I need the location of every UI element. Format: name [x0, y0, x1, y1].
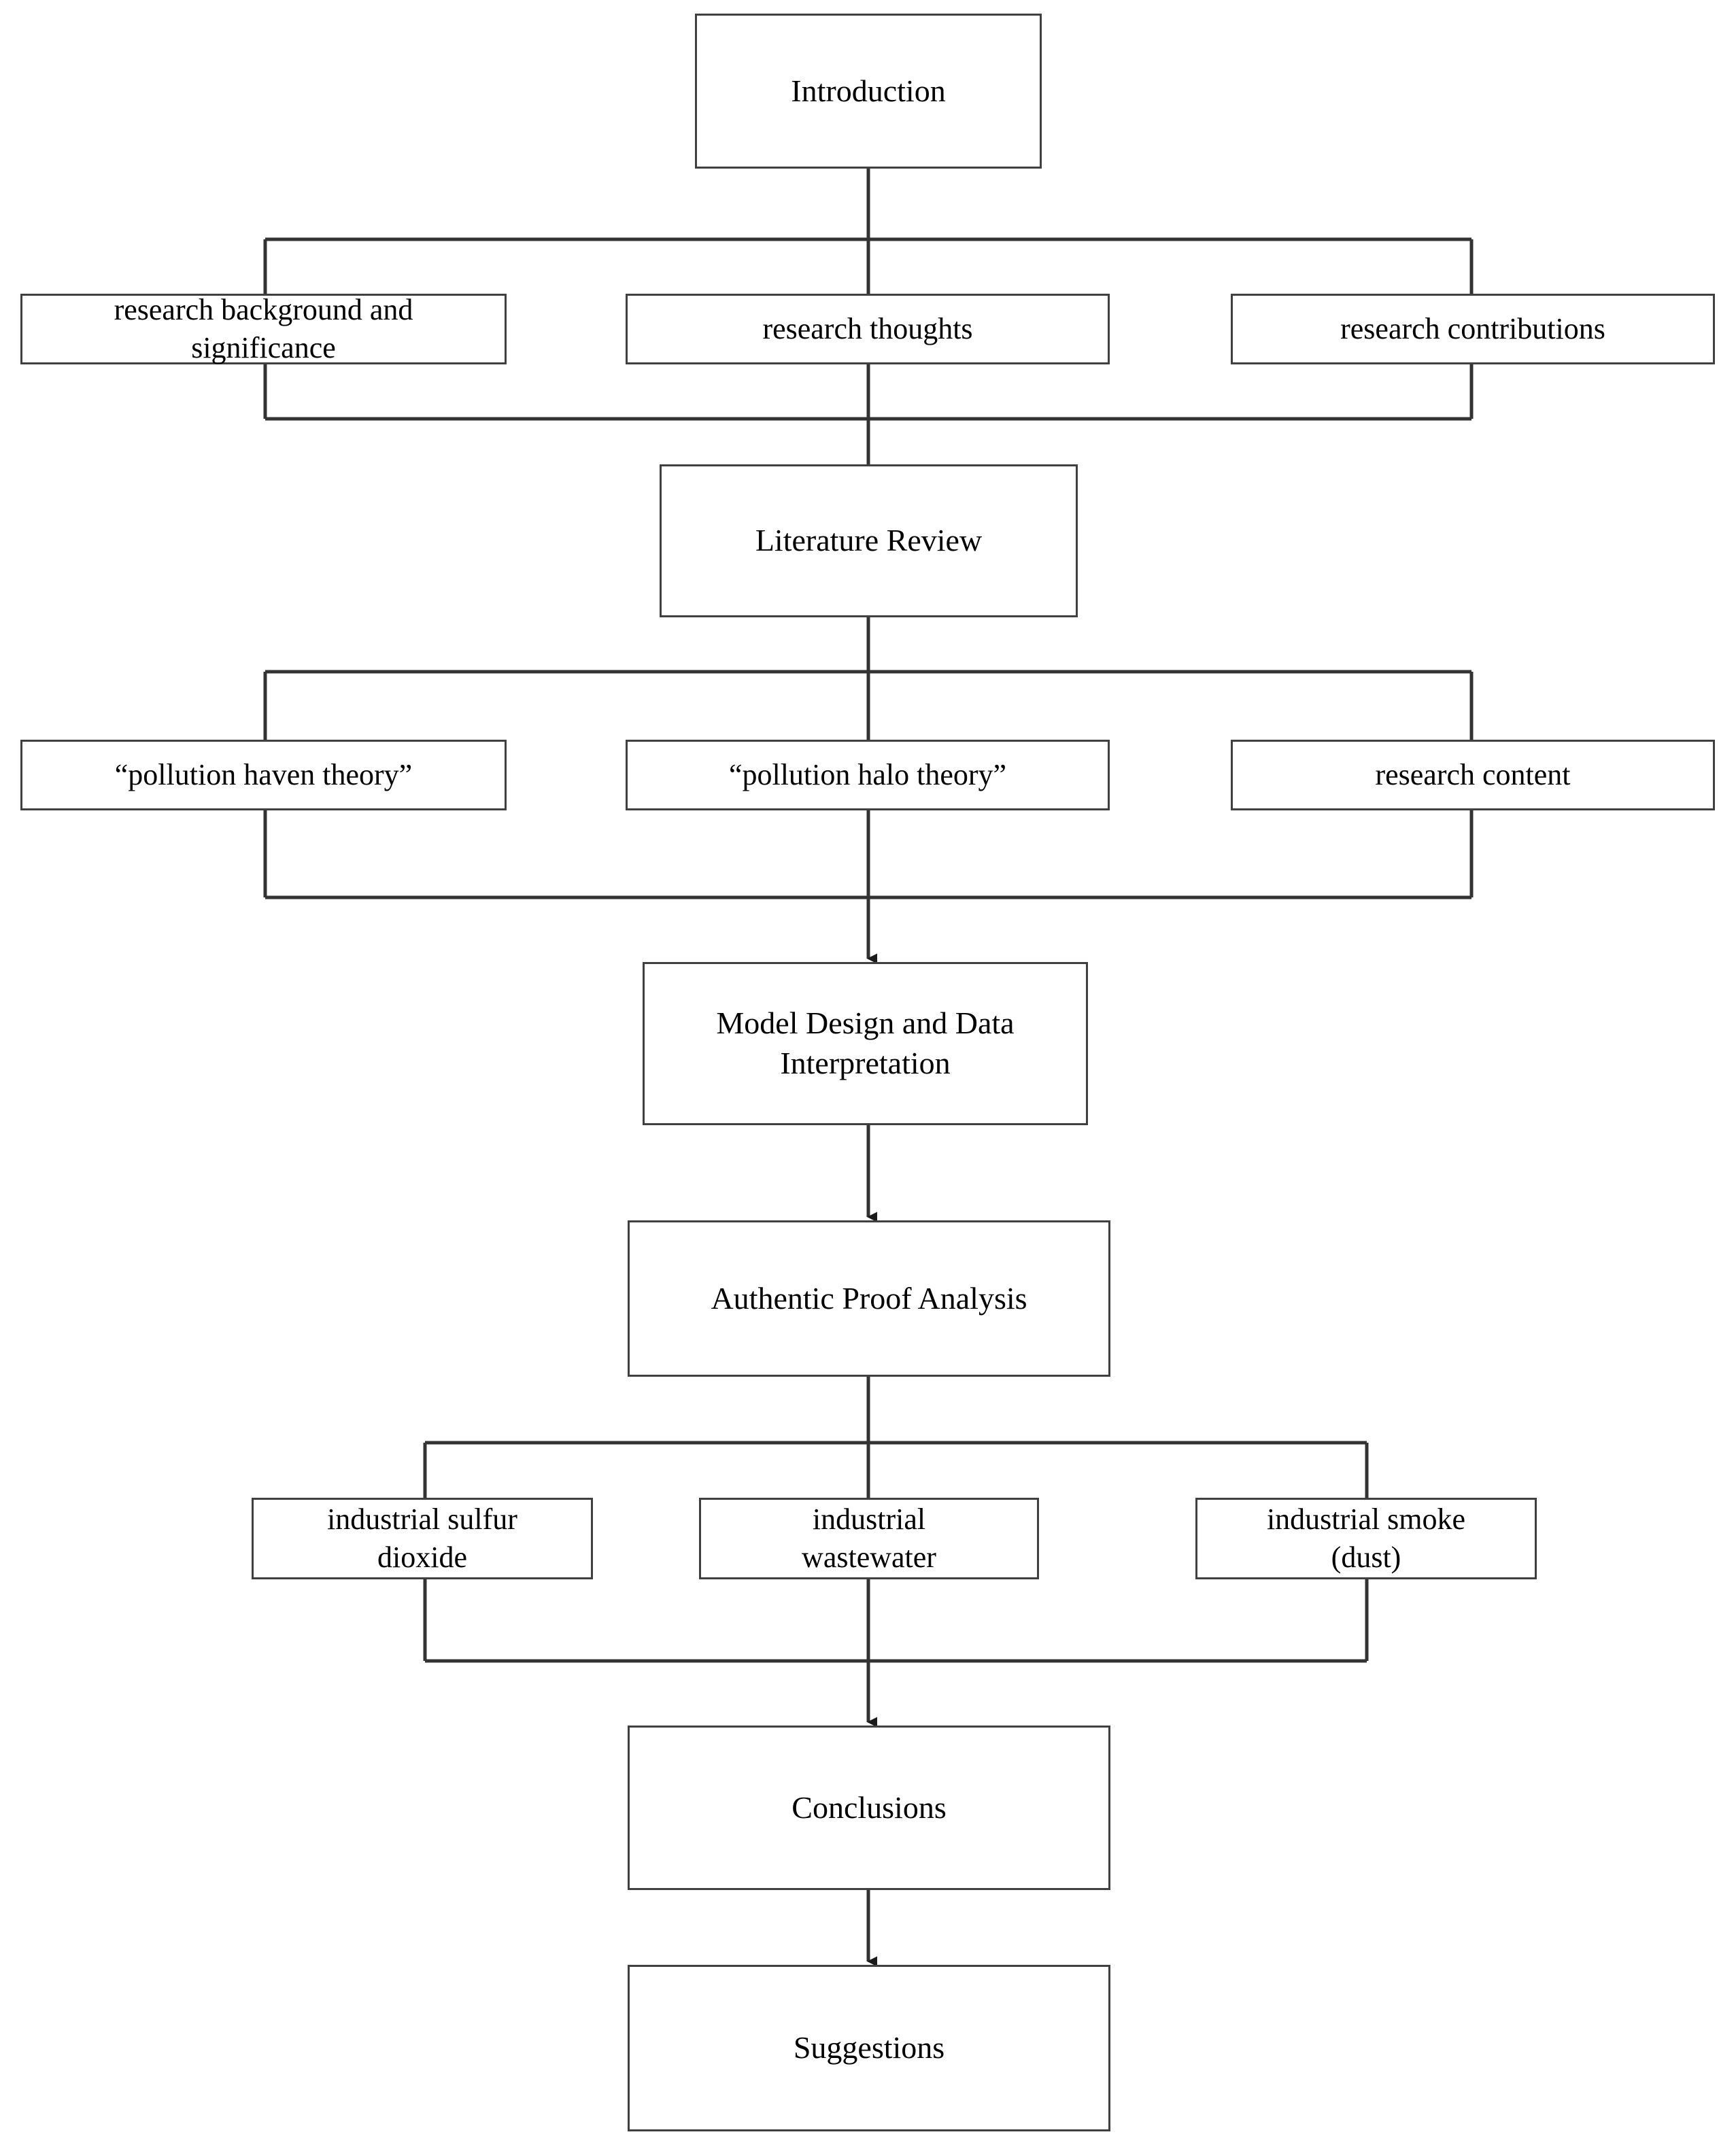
node-research-contributions-label: research contributions [1340, 311, 1605, 345]
node-research-contributions[interactable]: research contributions [1231, 294, 1715, 364]
node-introduction-label: Introduction [791, 73, 946, 108]
node-research-content-label: research content [1375, 757, 1571, 791]
node-research-content[interactable]: research content [1231, 740, 1715, 810]
node-research-thoughts-label: research thoughts [762, 311, 973, 345]
node-authentic-proof[interactable]: Authentic Proof Analysis [628, 1220, 1110, 1377]
node-industrial-sulfur-dioxide-label: industrial sulfur dioxide [327, 1502, 517, 1574]
node-pollution-haven-label: “pollution haven theory” [114, 757, 413, 791]
node-introduction[interactable]: Introduction [695, 14, 1042, 169]
node-suggestions-label: Suggestions [793, 2030, 945, 2065]
node-pollution-halo-label: “pollution halo theory” [728, 757, 1007, 791]
node-pollution-haven[interactable]: “pollution haven theory” [20, 740, 507, 810]
node-pollution-halo[interactable]: “pollution halo theory” [626, 740, 1110, 810]
node-research-background-label: research background and significance [114, 292, 413, 364]
node-model-design[interactable]: Model Design and Data Interpretation [643, 962, 1088, 1125]
node-industrial-wastewater-label: industrial wastewater [802, 1502, 936, 1574]
node-literature-review-label: Literature Review [755, 523, 983, 558]
node-conclusions[interactable]: Conclusions [628, 1726, 1110, 1890]
node-research-thoughts[interactable]: research thoughts [626, 294, 1110, 364]
node-industrial-sulfur-dioxide[interactable]: industrial sulfur dioxide [252, 1498, 593, 1579]
node-model-design-label: Model Design and Data Interpretation [716, 1006, 1015, 1080]
node-authentic-proof-label: Authentic Proof Analysis [711, 1280, 1027, 1316]
node-literature-review[interactable]: Literature Review [660, 464, 1078, 617]
node-research-background[interactable]: research background and significance [20, 293, 507, 364]
node-conclusions-label: Conclusions [792, 1789, 947, 1825]
node-industrial-smoke-label: industrial smoke (dust) [1266, 1502, 1466, 1574]
node-suggestions[interactable]: Suggestions [628, 1965, 1110, 2131]
node-industrial-wastewater[interactable]: industrial wastewater [699, 1498, 1039, 1579]
node-industrial-smoke[interactable]: industrial smoke (dust) [1195, 1498, 1537, 1579]
